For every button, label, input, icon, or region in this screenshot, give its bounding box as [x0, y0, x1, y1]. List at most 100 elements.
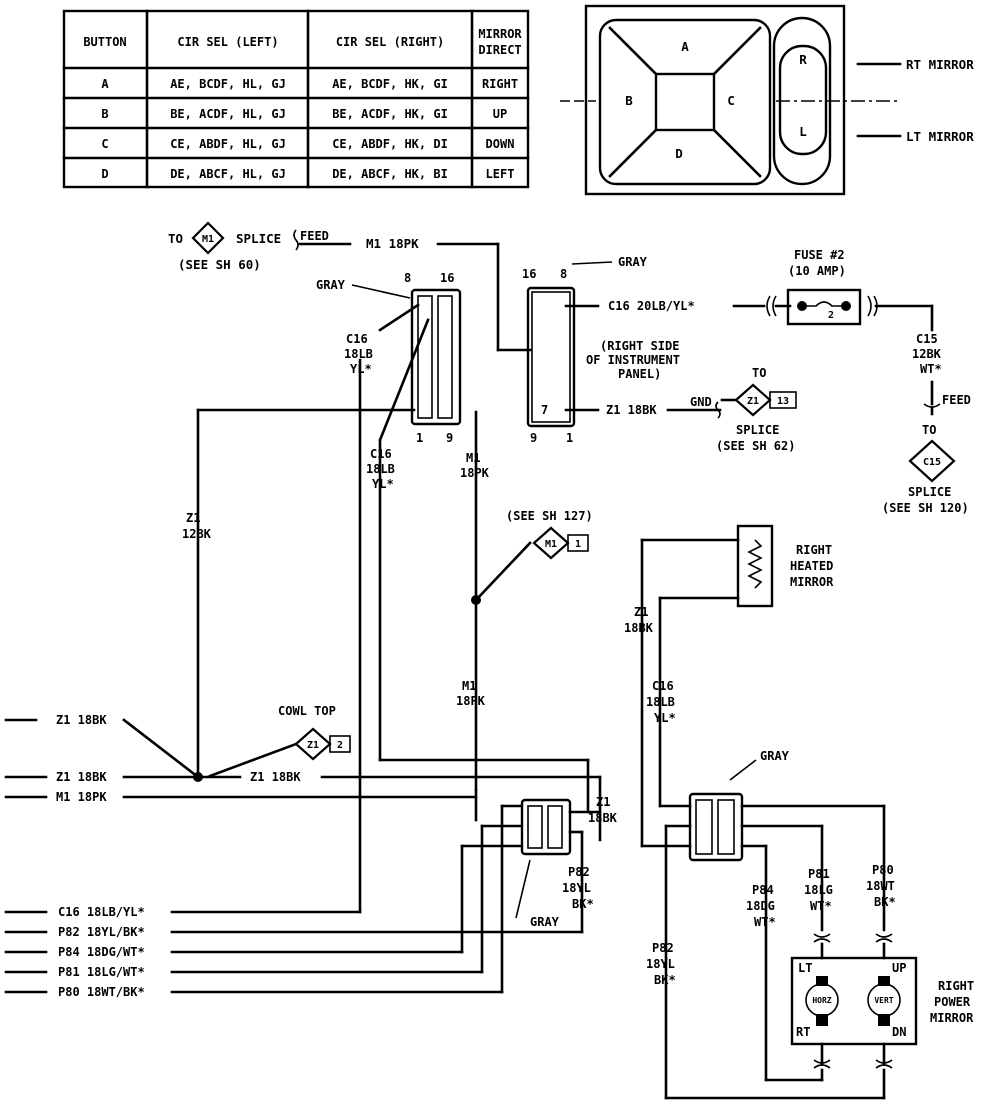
- heated-line3: MIRROR: [790, 575, 834, 589]
- table-cell: C: [101, 137, 108, 151]
- splice-label: SPLICE: [736, 423, 779, 437]
- table-cell: DOWN: [486, 137, 515, 151]
- m1-splice-feed: TO M1 SPLICE (SEE SH 60) FEED M1 18PK: [168, 221, 532, 352]
- table-row: D DE, ABCF, HL, GJ DE, ABCF, HK, BI LEFT: [101, 167, 514, 181]
- table-header-cir-right: CIR SEL (RIGHT): [336, 35, 444, 49]
- fuse-amp: (10 AMP): [788, 264, 846, 278]
- splice-diamond-icon: [191, 221, 225, 255]
- wire-label: 18WT: [866, 879, 895, 893]
- table-cell: DE, ABCF, HK, BI: [332, 167, 448, 181]
- wire-label: Z1 18BK: [56, 713, 107, 727]
- gray-label: GRAY: [530, 915, 560, 929]
- splice-id: M1: [545, 539, 557, 550]
- wire-label: 18YL: [646, 957, 675, 971]
- wire-label: P82 18YL/BK*: [58, 925, 145, 939]
- power-line1: RIGHT: [938, 979, 974, 993]
- lt-label: LT: [798, 961, 812, 975]
- wire-p84: P84 18DG WT*: [746, 844, 824, 1082]
- see-sh62: (SEE SH 62): [716, 439, 795, 453]
- table-cell: DE, ABCF, HL, GJ: [170, 167, 286, 181]
- up-label: UP: [892, 961, 906, 975]
- feed-label: FEED: [300, 229, 329, 243]
- wire-label: BK*: [654, 973, 676, 987]
- switch-button-d: D: [675, 146, 683, 161]
- table-row: B BE, ACDF, HL, GJ BE, ACDF, HK, GI UP: [101, 107, 507, 121]
- fuse-num: 2: [828, 310, 834, 321]
- wire-p80: P80 18WT BK*: [866, 804, 896, 960]
- wire-label: Z1: [634, 605, 648, 619]
- table-cell: CE, ABDF, HK, DI: [332, 137, 448, 151]
- wire-c16-left-conn: C16 18LB YL*: [344, 303, 420, 914]
- table-cell: UP: [493, 107, 507, 121]
- wire-label: P81 18LG/WT*: [58, 965, 145, 979]
- conn-pin-16: 16: [522, 267, 536, 281]
- wire-label: P84 18DG/WT*: [58, 945, 145, 959]
- mirror-switch-table: BUTTON CIR SEL (LEFT) CIR SEL (RIGHT) MI…: [62, 9, 530, 189]
- door-connector-right: GRAY: [640, 749, 886, 1100]
- wire-z1-gnd: Z1 18BK GND TO Z1 13 SPLICE (SEE SH 62): [564, 366, 797, 453]
- wire-label: YL*: [372, 477, 394, 491]
- horz-motor-label: HORZ: [812, 996, 831, 1005]
- wire-label: WT*: [810, 899, 832, 913]
- fuse-box: [786, 288, 862, 326]
- conn-pin-9: 9: [530, 431, 537, 445]
- wire-label: P82: [568, 865, 590, 879]
- right-heated-mirror: RIGHT HEATED MIRROR Z1 18BK C16 18LB YL*: [624, 524, 834, 848]
- conn-pin-7: 7: [541, 403, 548, 417]
- wire-label: Z1 18BK: [606, 403, 657, 417]
- left-edge-wires: Z1 18BK Z1 18BK Z1 18BK Z1 18BK M1 18PK …: [4, 713, 618, 999]
- wire-c16-second: C16 18LB YL*: [366, 318, 590, 814]
- wire-label: 18LB: [344, 347, 373, 361]
- table-cell: BE, ACDF, HK, GI: [332, 107, 448, 121]
- conn-pin-1: 1: [416, 431, 423, 445]
- rt-label: RT: [796, 1025, 810, 1039]
- see-sh60: (SEE SH 60): [178, 257, 261, 272]
- cowl-top-label: COWL TOP: [278, 704, 336, 718]
- wire-label: BK*: [572, 897, 594, 911]
- switch-button-a: A: [681, 39, 689, 54]
- right-side-line3: PANEL): [618, 367, 661, 381]
- gnd-label: GND: [690, 395, 712, 409]
- wire-label: C16: [346, 332, 368, 346]
- m1-splice-ref: (SEE SH 127) M1 1: [506, 509, 593, 560]
- table-cell: AE, BCDF, HL, GJ: [170, 77, 286, 91]
- table-row: A AE, BCDF, HL, GJ AE, BCDF, HK, GI RIGH…: [101, 77, 518, 91]
- switch-button-c: C: [727, 93, 735, 108]
- instrument-panel-connector: 16 8 GRAY 9 1 7 (RIGHT SIDE OF INSTRUMEN…: [522, 255, 680, 445]
- wire-label: Z1: [186, 511, 200, 525]
- door-connector-left: GRAY P82 18YL BK*: [515, 798, 602, 934]
- wire-label: WT*: [754, 915, 776, 929]
- wire-label: 18YL: [562, 881, 591, 895]
- splice-id: M1: [202, 234, 214, 245]
- right-side-line1: (RIGHT SIDE: [600, 339, 679, 353]
- splice-num: 1: [575, 539, 581, 550]
- wire-label: 18LB: [646, 695, 675, 709]
- table-header-direct: DIRECT: [478, 43, 521, 57]
- heated-line1: RIGHT: [796, 543, 832, 557]
- conn-pin-1: 1: [566, 431, 573, 445]
- gray-label: GRAY: [618, 255, 648, 269]
- splice-diamond-icon: [908, 439, 956, 483]
- splice-id: C15: [923, 457, 941, 468]
- wire-label: YL*: [654, 711, 676, 725]
- cowl-top-ground: COWL TOP Z1 2: [193, 704, 351, 782]
- selector-r: R: [799, 52, 807, 67]
- conn-pin-16: 16: [440, 271, 454, 285]
- wire-label: Z1: [596, 795, 610, 809]
- table-cell: RIGHT: [482, 77, 518, 91]
- wire-label: C16 18LB/YL*: [58, 905, 145, 919]
- wire-label: C16: [652, 679, 674, 693]
- wire-label: P81: [808, 867, 830, 881]
- wire-label: YL*: [350, 362, 372, 376]
- wire-m1-vertical: M1 18PK M1 18PK: [456, 410, 532, 822]
- table-row: C CE, ABDF, HL, GJ CE, ABDF, HK, DI DOWN: [101, 137, 514, 151]
- wire-label: BK*: [874, 895, 896, 909]
- table-header-button: BUTTON: [83, 35, 126, 49]
- m1-18pk-label: M1 18PK: [366, 236, 419, 251]
- wire-label: 18LG: [804, 883, 833, 897]
- see-sh127: (SEE SH 127): [506, 509, 593, 523]
- wire-label: WT*: [920, 362, 942, 376]
- wire-label: 12BK: [182, 527, 212, 541]
- splice-num: 2: [337, 740, 343, 751]
- wire-label: P80 18WT/BK*: [58, 985, 145, 999]
